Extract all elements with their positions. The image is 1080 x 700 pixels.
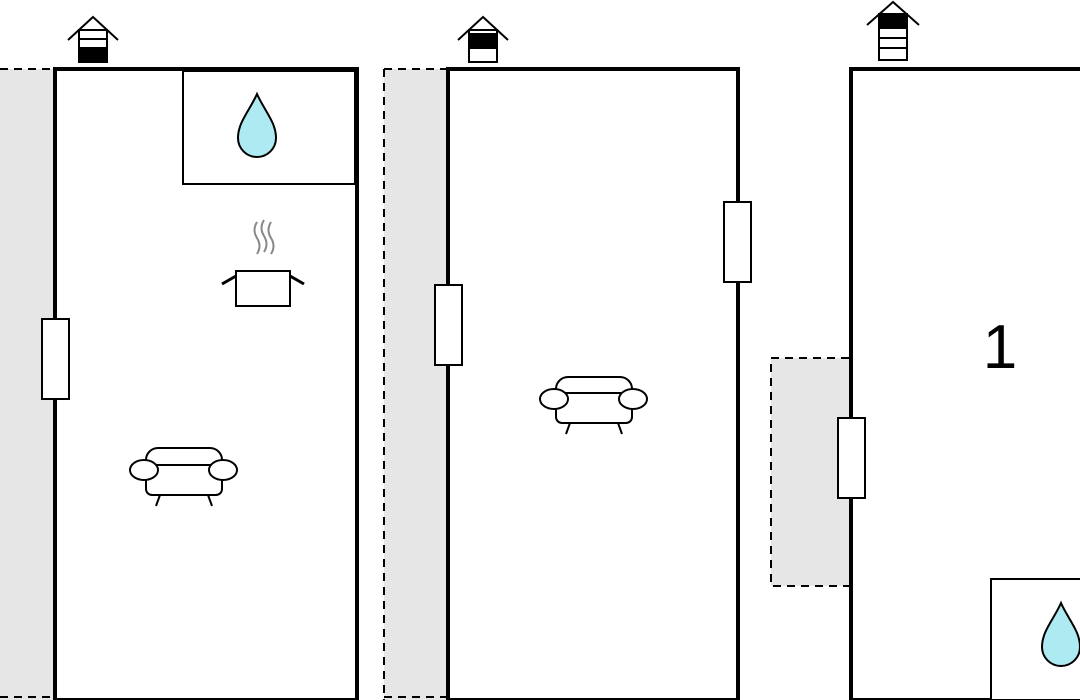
floor-plan-panel-1 bbox=[0, 15, 359, 700]
floor-level-first-icon bbox=[457, 15, 509, 63]
door-left bbox=[837, 417, 866, 499]
cooking-pot-icon bbox=[221, 219, 305, 307]
water-drop-icon bbox=[1040, 600, 1080, 667]
floor-level-ground-icon bbox=[67, 15, 119, 63]
door-left bbox=[41, 318, 70, 400]
floor-plan-panel-3: 1 bbox=[770, 0, 1080, 700]
sofa-icon bbox=[129, 447, 238, 507]
room-number-label: 1 bbox=[983, 313, 1017, 382]
water-drop-icon bbox=[236, 91, 278, 158]
floor-plan-panel-2 bbox=[383, 15, 752, 700]
window-right bbox=[723, 201, 752, 283]
sofa-icon bbox=[539, 376, 648, 435]
door-left bbox=[434, 284, 463, 366]
floor-level-second-icon bbox=[866, 0, 920, 61]
outdoor-terrace bbox=[384, 69, 448, 700]
